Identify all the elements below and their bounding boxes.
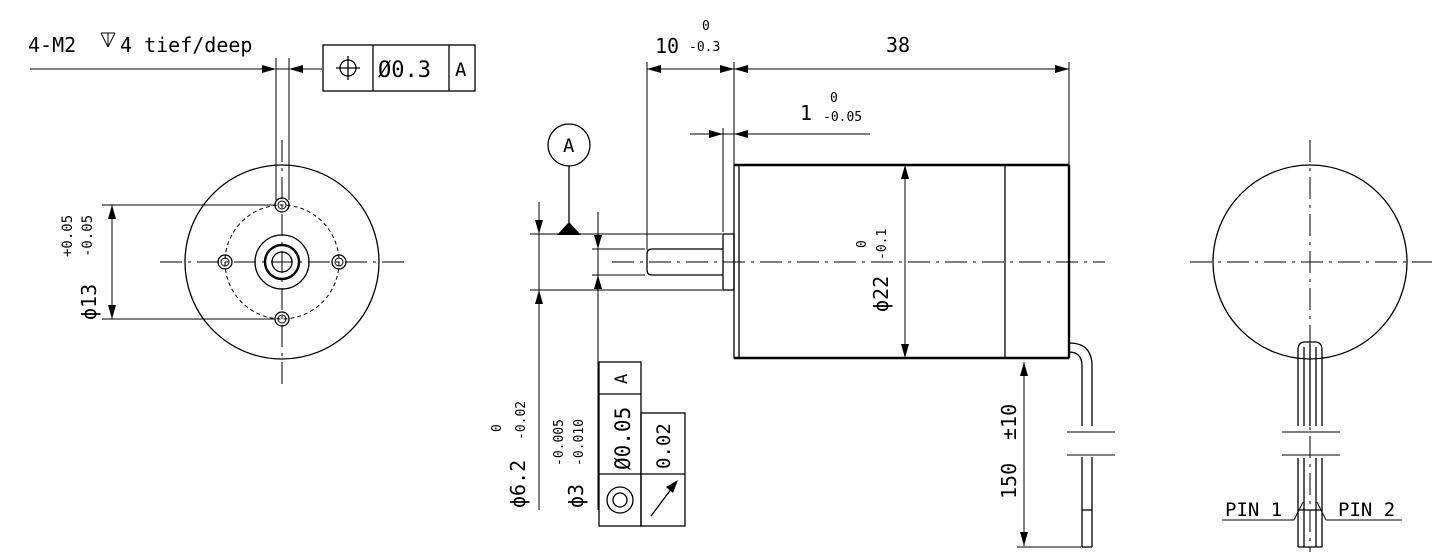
body-dia-tol-lower: -0.1 [875, 229, 890, 260]
front-view: 4-M2 4 tief/deep Ø0.3 A [28, 32, 476, 385]
runout-tolerance: 0.02 [653, 423, 675, 469]
lead-length-tol: ±10 [997, 404, 1021, 440]
runout-tolerance-frame: 0.02 [640, 412, 686, 527]
depth-icon [100, 32, 116, 48]
position-icon [336, 56, 360, 80]
side-view: 10 0 -0.3 38 1 0 -0.05 A ϕ22 0 [490, 19, 1115, 548]
shaft-length-tol-lower: -0.3 [689, 40, 720, 55]
body-dia-dim: ϕ22 [869, 276, 893, 312]
body-length-dim: 38 [886, 33, 910, 57]
datum-a-label: A [563, 135, 575, 157]
motor-shaft [646, 248, 723, 276]
flange-thickness-tol-upper: 0 [830, 91, 838, 106]
shaft-dia-dim: ϕ3 [564, 484, 588, 508]
thread-callout: 4-M2 [28, 33, 76, 57]
shaft-length-dim: 10 [655, 34, 679, 58]
pilot-flange [722, 233, 735, 291]
position-datum: A [455, 59, 467, 81]
pin1-label: PIN 1 [1225, 499, 1282, 521]
position-tolerance-frame: Ø0.3 A [322, 44, 476, 92]
lead-length-dim: 150 [997, 463, 1021, 499]
position-tolerance: Ø0.3 [378, 58, 431, 83]
rear-view: PIN 1 PIN 2 [1190, 140, 1432, 552]
pilot-dia-tol-lower: -0.02 [514, 401, 529, 440]
shaft-dia-tol-lower: -0.010 [572, 419, 587, 466]
bolt-circle-tol-upper: +0.05 [60, 215, 76, 257]
pilot-dia-dim: ϕ6.2 [506, 460, 530, 508]
shaft-length-tol-upper: 0 [702, 19, 710, 34]
concentricity-tolerance: Ø0.05 [611, 407, 635, 470]
lead-wire [1067, 342, 1115, 548]
rear-lead-wires [1282, 341, 1340, 548]
pilot-dia-tol-upper: 0 [490, 424, 505, 432]
datum-triangle [557, 222, 581, 235]
bolt-circle-tol-lower: -0.05 [80, 215, 96, 257]
body-dia-tol-upper: 0 [855, 240, 870, 248]
bolt-circle-dim: ϕ13 [77, 284, 101, 320]
thread-depth: 4 tief/deep [120, 33, 252, 57]
runout-arrow-icon [650, 480, 678, 517]
concentricity-datum: A [612, 374, 632, 384]
flange-thickness-tol-lower: -0.05 [823, 110, 862, 125]
flange-thickness-dim: 1 [800, 101, 812, 125]
concentricity-icon [606, 486, 634, 514]
front-body-outline [184, 164, 380, 360]
pin2-label: PIN 2 [1338, 499, 1395, 521]
concentricity-tolerance-frame: A Ø0.05 [598, 361, 642, 527]
shaft-dia-tol-upper: -0.005 [552, 419, 567, 466]
